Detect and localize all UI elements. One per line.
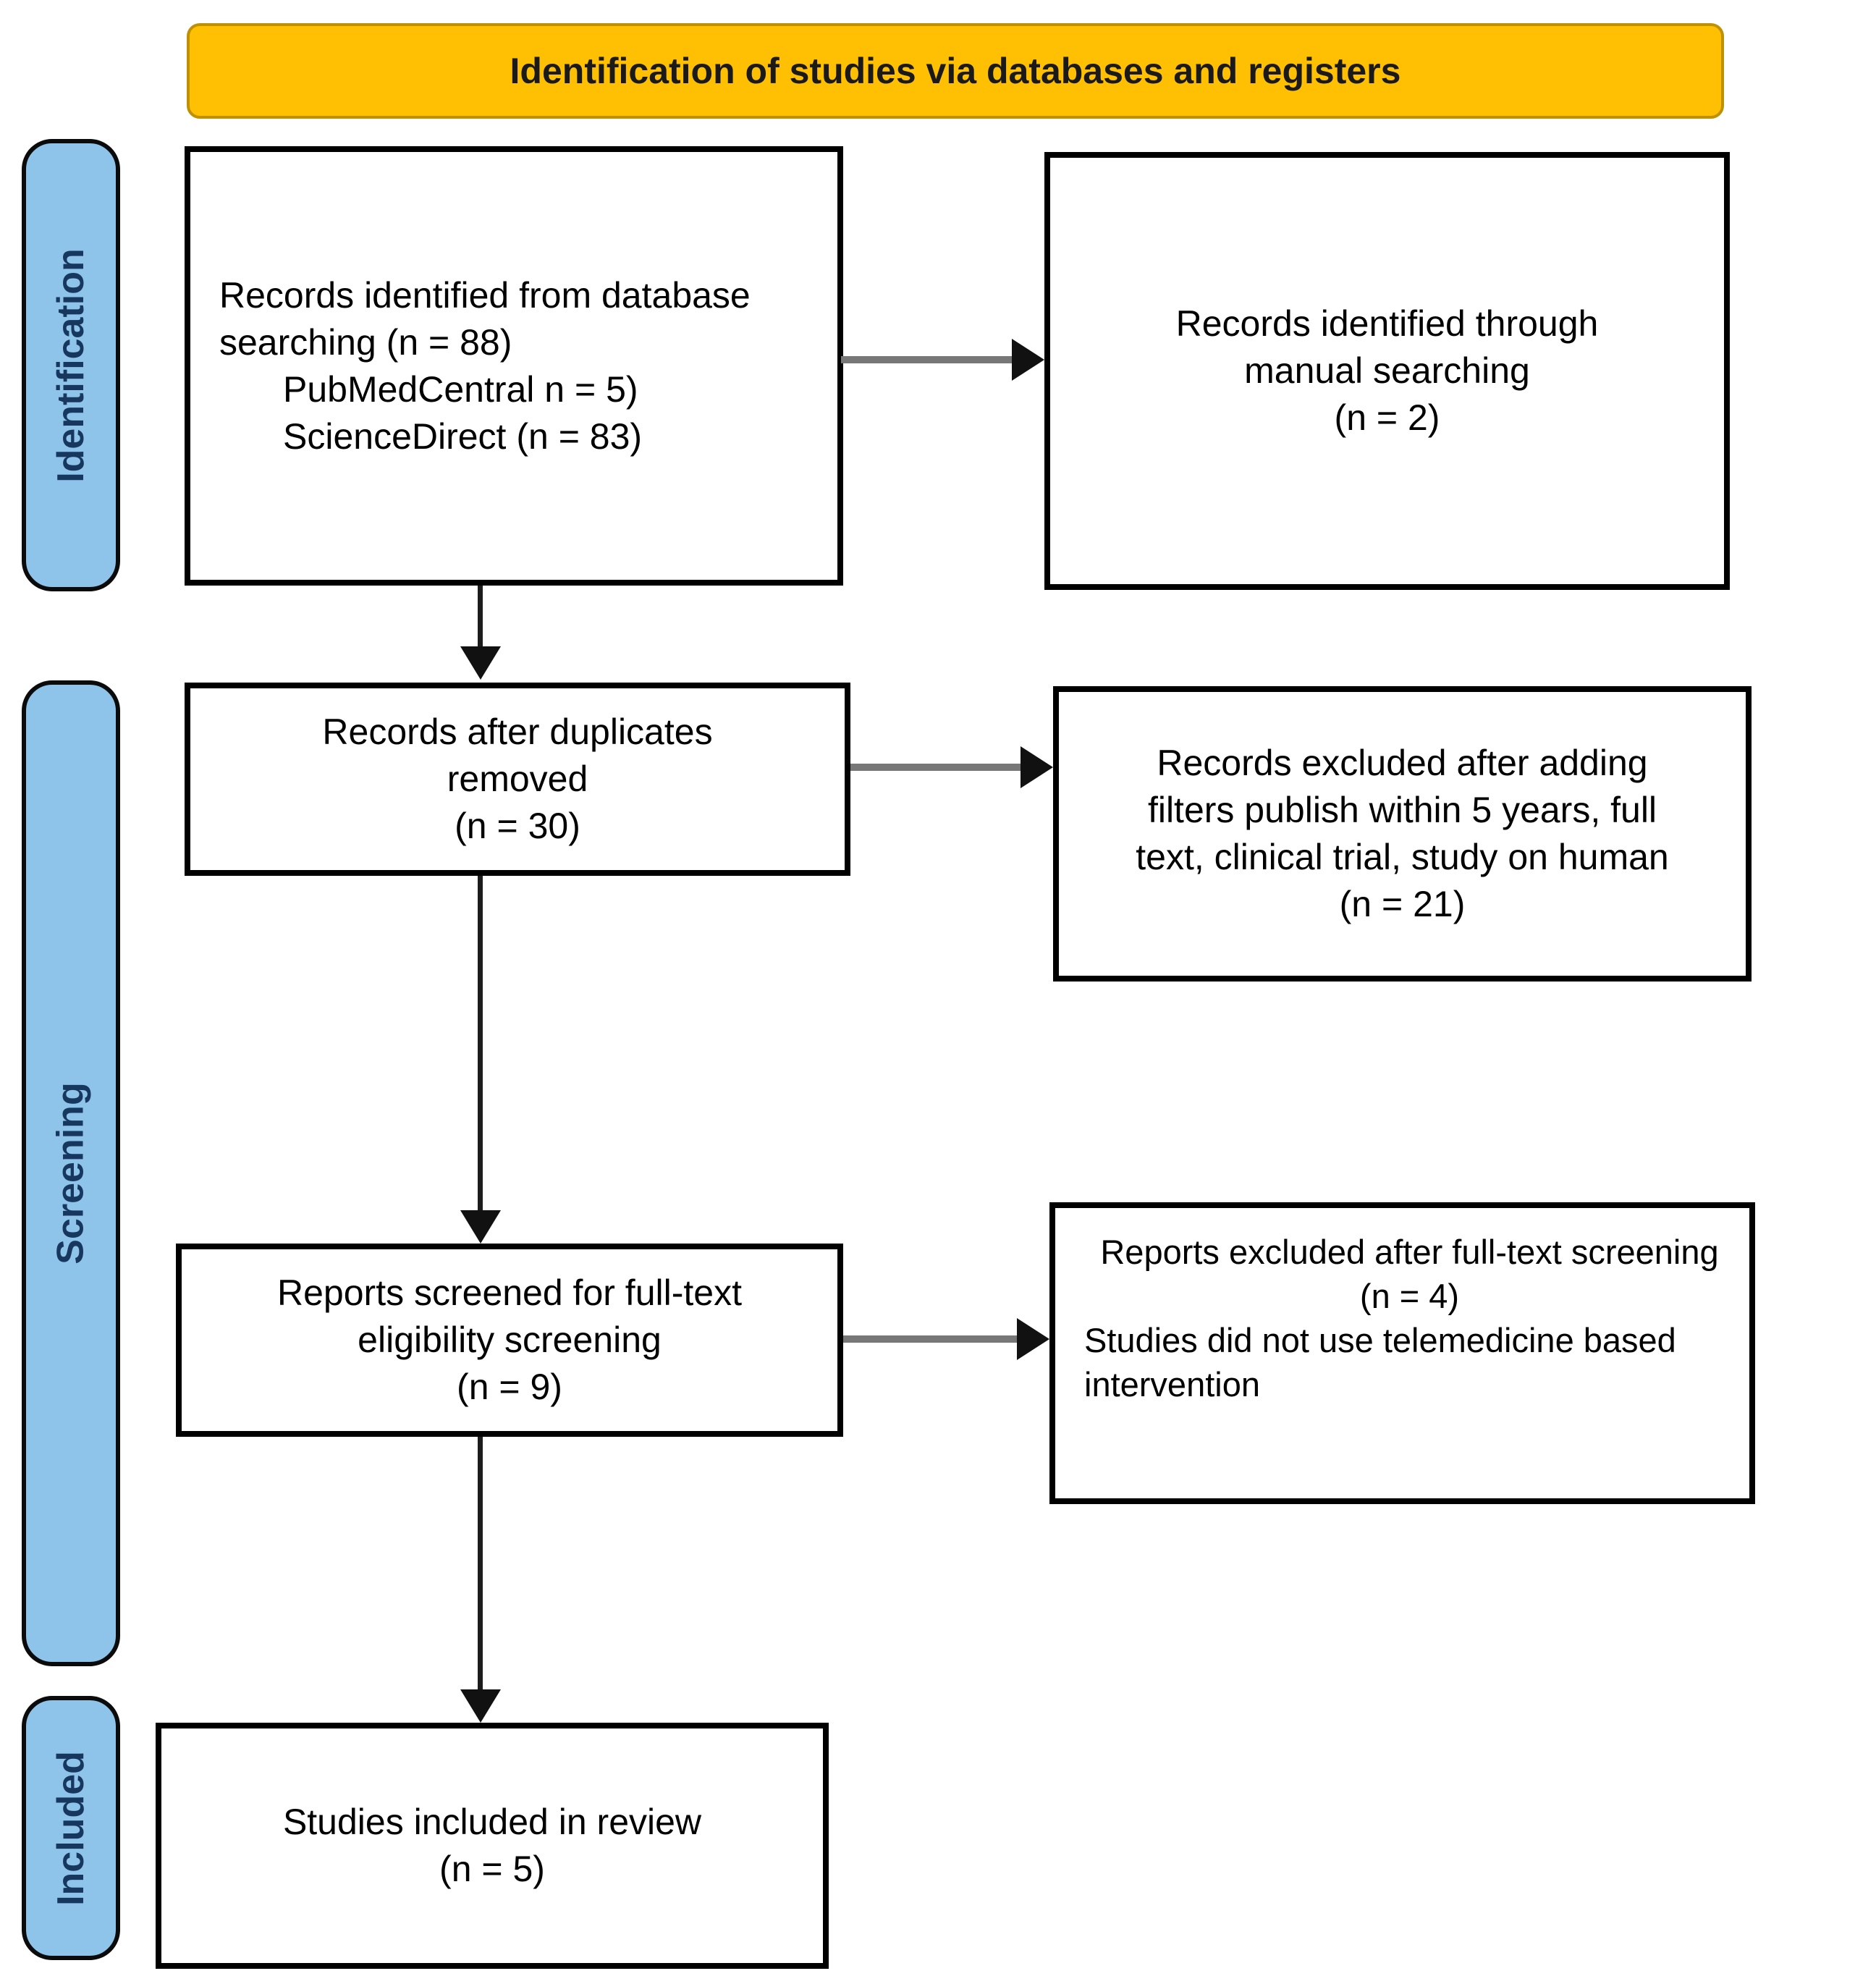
arrow-db-to-duplicates-shaft [478, 586, 483, 651]
arrow-down-icon [460, 1689, 501, 1723]
box-text-line: intervention [1084, 1365, 1260, 1404]
box-text-line: (n = 9) [457, 1367, 562, 1407]
box-records-identified-manual: Records identified through manual search… [1044, 152, 1730, 590]
box-reports-screened: Reports screened for full-text eligibili… [176, 1244, 843, 1437]
box-text-line: Records identified from database [219, 274, 751, 316]
box-text-line: Records identified through [1175, 303, 1599, 344]
box-text-line: searching (n = 88) [219, 321, 512, 363]
box-text-line: Reports screened for full-text [277, 1272, 742, 1313]
box-text-line: (n = 4) [1359, 1277, 1460, 1316]
stage-screening: Screening [22, 680, 120, 1666]
arrow-right-icon [1017, 1318, 1049, 1360]
box-text-line: PubMedCentral n = 5) [283, 368, 638, 410]
banner-identification-of-studies: Identification of studies via databases … [187, 23, 1724, 119]
box-text-line: eligibility screening [358, 1320, 662, 1360]
box-records-identified-database: Records identified from database searchi… [185, 146, 843, 586]
stage-screening-label: Screening [50, 1082, 93, 1265]
box-text-line: Studies did not use telemedicine based [1084, 1321, 1676, 1360]
box-text-line: ScienceDirect (n = 83) [283, 415, 643, 457]
box-reports-excluded-fulltext: Reports excluded after full-text screeni… [1049, 1202, 1755, 1504]
box-text-line: (n = 21) [1339, 884, 1466, 924]
stage-included: Included [22, 1696, 120, 1960]
box-text-line: text, clinical trial, study on human [1136, 837, 1669, 877]
arrow-screened-to-included-shaft [478, 1437, 483, 1692]
box-text-line: filters publish within 5 years, full [1147, 790, 1657, 830]
arrow-screened-to-excluded-shaft [843, 1335, 1018, 1343]
box-text-line: Records excluded after adding [1157, 743, 1648, 783]
banner-title: Identification of studies via databases … [510, 51, 1401, 91]
box-records-after-duplicates: Records after duplicates removed (n = 30… [185, 683, 850, 876]
box-text-line: removed [447, 759, 588, 799]
box-text-line: Records after duplicates [322, 712, 713, 752]
stage-included-label: Included [50, 1750, 93, 1906]
arrow-duplicates-to-screened-shaft [478, 876, 483, 1215]
box-studies-included: Studies included in review (n = 5) [156, 1723, 829, 1969]
arrow-down-icon [460, 1210, 501, 1244]
arrow-right-icon [1012, 339, 1044, 381]
arrow-db-to-manual-shaft [841, 356, 1013, 363]
stage-identification-label: Identification [50, 248, 92, 483]
box-text-line: (n = 30) [455, 806, 580, 846]
box-records-excluded-filters: Records excluded after adding filters pu… [1053, 686, 1752, 982]
arrow-down-icon [460, 646, 501, 680]
box-text-line: Studies included in review [282, 1802, 702, 1842]
arrow-duplicates-to-excluded-shaft [850, 764, 1021, 771]
arrow-right-icon [1021, 746, 1053, 788]
stage-identification: Identification [22, 139, 120, 591]
box-text-line: (n = 5) [439, 1849, 545, 1889]
box-text-line: manual searching [1244, 350, 1530, 391]
box-text-line: (n = 2) [1334, 397, 1440, 438]
box-text-line: Reports excluded after full-text screeni… [1100, 1233, 1719, 1271]
